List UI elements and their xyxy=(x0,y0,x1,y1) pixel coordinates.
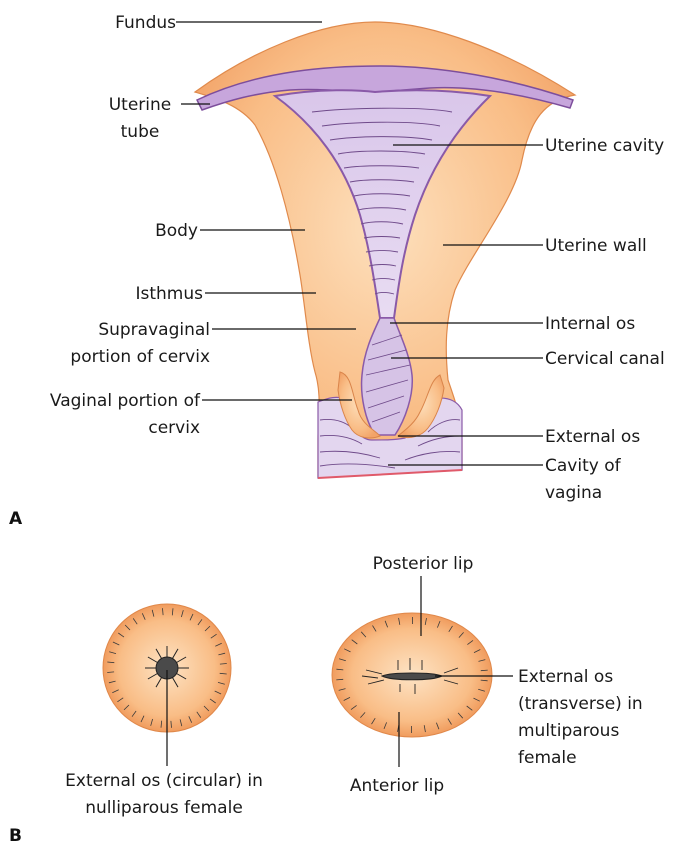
label-isthmus: Isthmus xyxy=(135,284,203,304)
label-internal-os: Internal os xyxy=(545,314,635,334)
label-uterine-tube-line2: tube xyxy=(121,122,160,142)
external-os-transverse xyxy=(382,673,442,680)
label-fundus: Fundus xyxy=(115,13,176,33)
label-uterine-tube-line1: Uterine xyxy=(109,95,172,115)
label-uterine-cavity: Uterine cavity xyxy=(545,136,664,156)
label-cavity-vagina-line2: vagina xyxy=(545,483,602,503)
label-body: Body xyxy=(155,221,198,241)
label-anterior-lip: Anterior lip xyxy=(350,776,444,796)
label-ext-os-transverse-line4: female xyxy=(518,748,577,768)
label-ext-os-transverse-line3: multiparous xyxy=(518,721,619,741)
label-vaginal-portion-line1: Vaginal portion of xyxy=(50,391,201,411)
label-cervical-canal: Cervical canal xyxy=(545,349,665,369)
label-vaginal-portion-line2: cervix xyxy=(148,418,200,438)
label-posterior-lip: Posterior lip xyxy=(373,554,474,574)
panel-label-a: A xyxy=(9,509,23,529)
label-supravaginal-line1: Supravaginal xyxy=(98,320,210,340)
uterus-illustration xyxy=(195,22,575,478)
label-ext-os-transverse-line2: (transverse) in xyxy=(518,694,643,714)
label-supravaginal-line2: portion of cervix xyxy=(70,347,210,367)
label-ext-os-transverse-line1: External os xyxy=(518,667,613,687)
label-uterine-wall: Uterine wall xyxy=(545,236,647,256)
multiparous-cervix xyxy=(332,613,492,737)
panel-label-b: B xyxy=(9,826,22,846)
label-cavity-vagina-line1: Cavity of xyxy=(545,456,622,476)
label-ext-os-circular-line1: External os (circular) in xyxy=(65,771,263,791)
label-ext-os-circular-line2: nulliparous female xyxy=(85,798,243,818)
label-external-os: External os xyxy=(545,427,640,447)
